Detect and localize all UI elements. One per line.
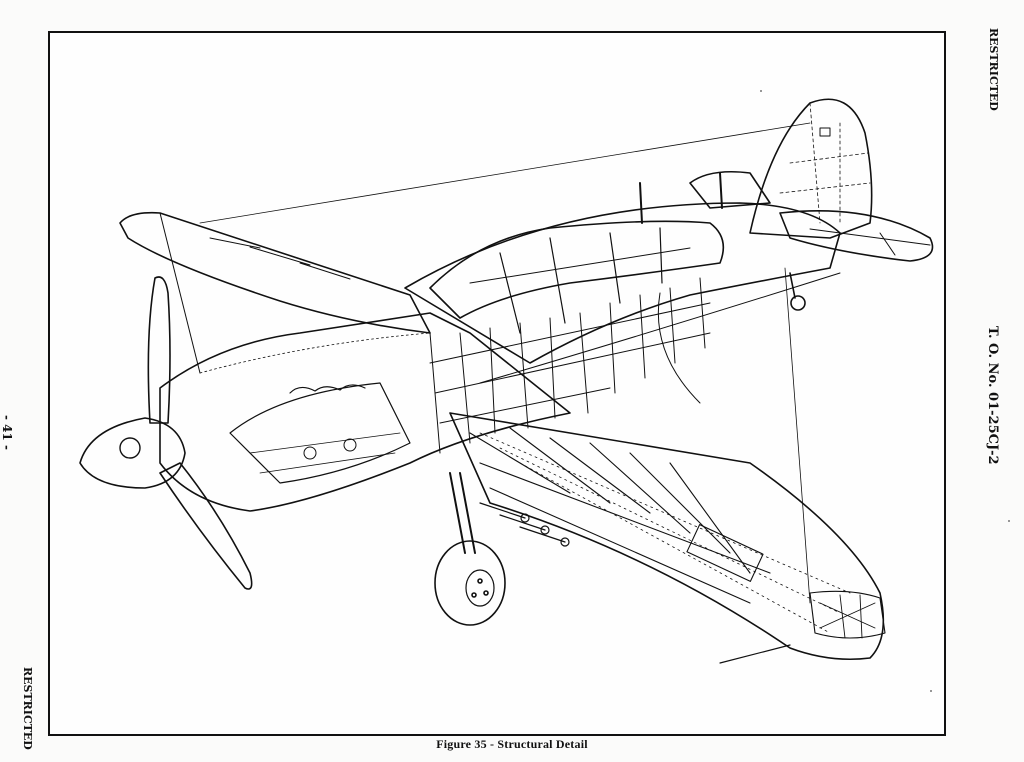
antenna-wire	[199, 122, 811, 224]
tail-wheel	[790, 295, 806, 311]
technical-order-number: T. O. No. 01-25CJ-2	[985, 326, 1000, 465]
forward-fuselage	[159, 312, 571, 512]
right-wing	[449, 412, 885, 661]
figure-frame	[48, 31, 946, 736]
engine-cutaway	[229, 382, 411, 484]
propeller-blade-lower	[159, 462, 253, 590]
pitot-tube	[719, 644, 791, 664]
aircraft-cutaway-drawing	[79, 98, 934, 664]
scan-speck	[930, 690, 932, 692]
scan-speck	[760, 90, 762, 92]
canopy	[429, 220, 725, 319]
landing-gear-wheel	[434, 540, 506, 626]
antenna-mast	[639, 172, 723, 224]
left-wing-trailing-line	[159, 212, 201, 374]
left-wing	[119, 211, 431, 334]
horizontal-stabilizer	[779, 209, 934, 262]
horizontal-stabilizer-left	[689, 170, 771, 209]
vertical-fin	[749, 98, 873, 239]
spinner	[79, 417, 186, 489]
wing-guns	[479, 502, 570, 547]
page-number: - 41 -	[0, 415, 14, 451]
wingtip-cutaway	[809, 590, 886, 639]
propeller-blade-upper	[147, 276, 171, 424]
scan-speck	[1008, 520, 1010, 522]
landing-gear-strut	[449, 472, 476, 554]
fuselage-frame-lattice	[429, 277, 711, 454]
restricted-marking-top: RESTRICTED	[987, 28, 1000, 111]
tail-wheel-strut	[789, 272, 796, 299]
wing-rib-cutaway	[469, 427, 771, 604]
figure-caption: Figure 35 - Structural Detail	[436, 737, 588, 751]
